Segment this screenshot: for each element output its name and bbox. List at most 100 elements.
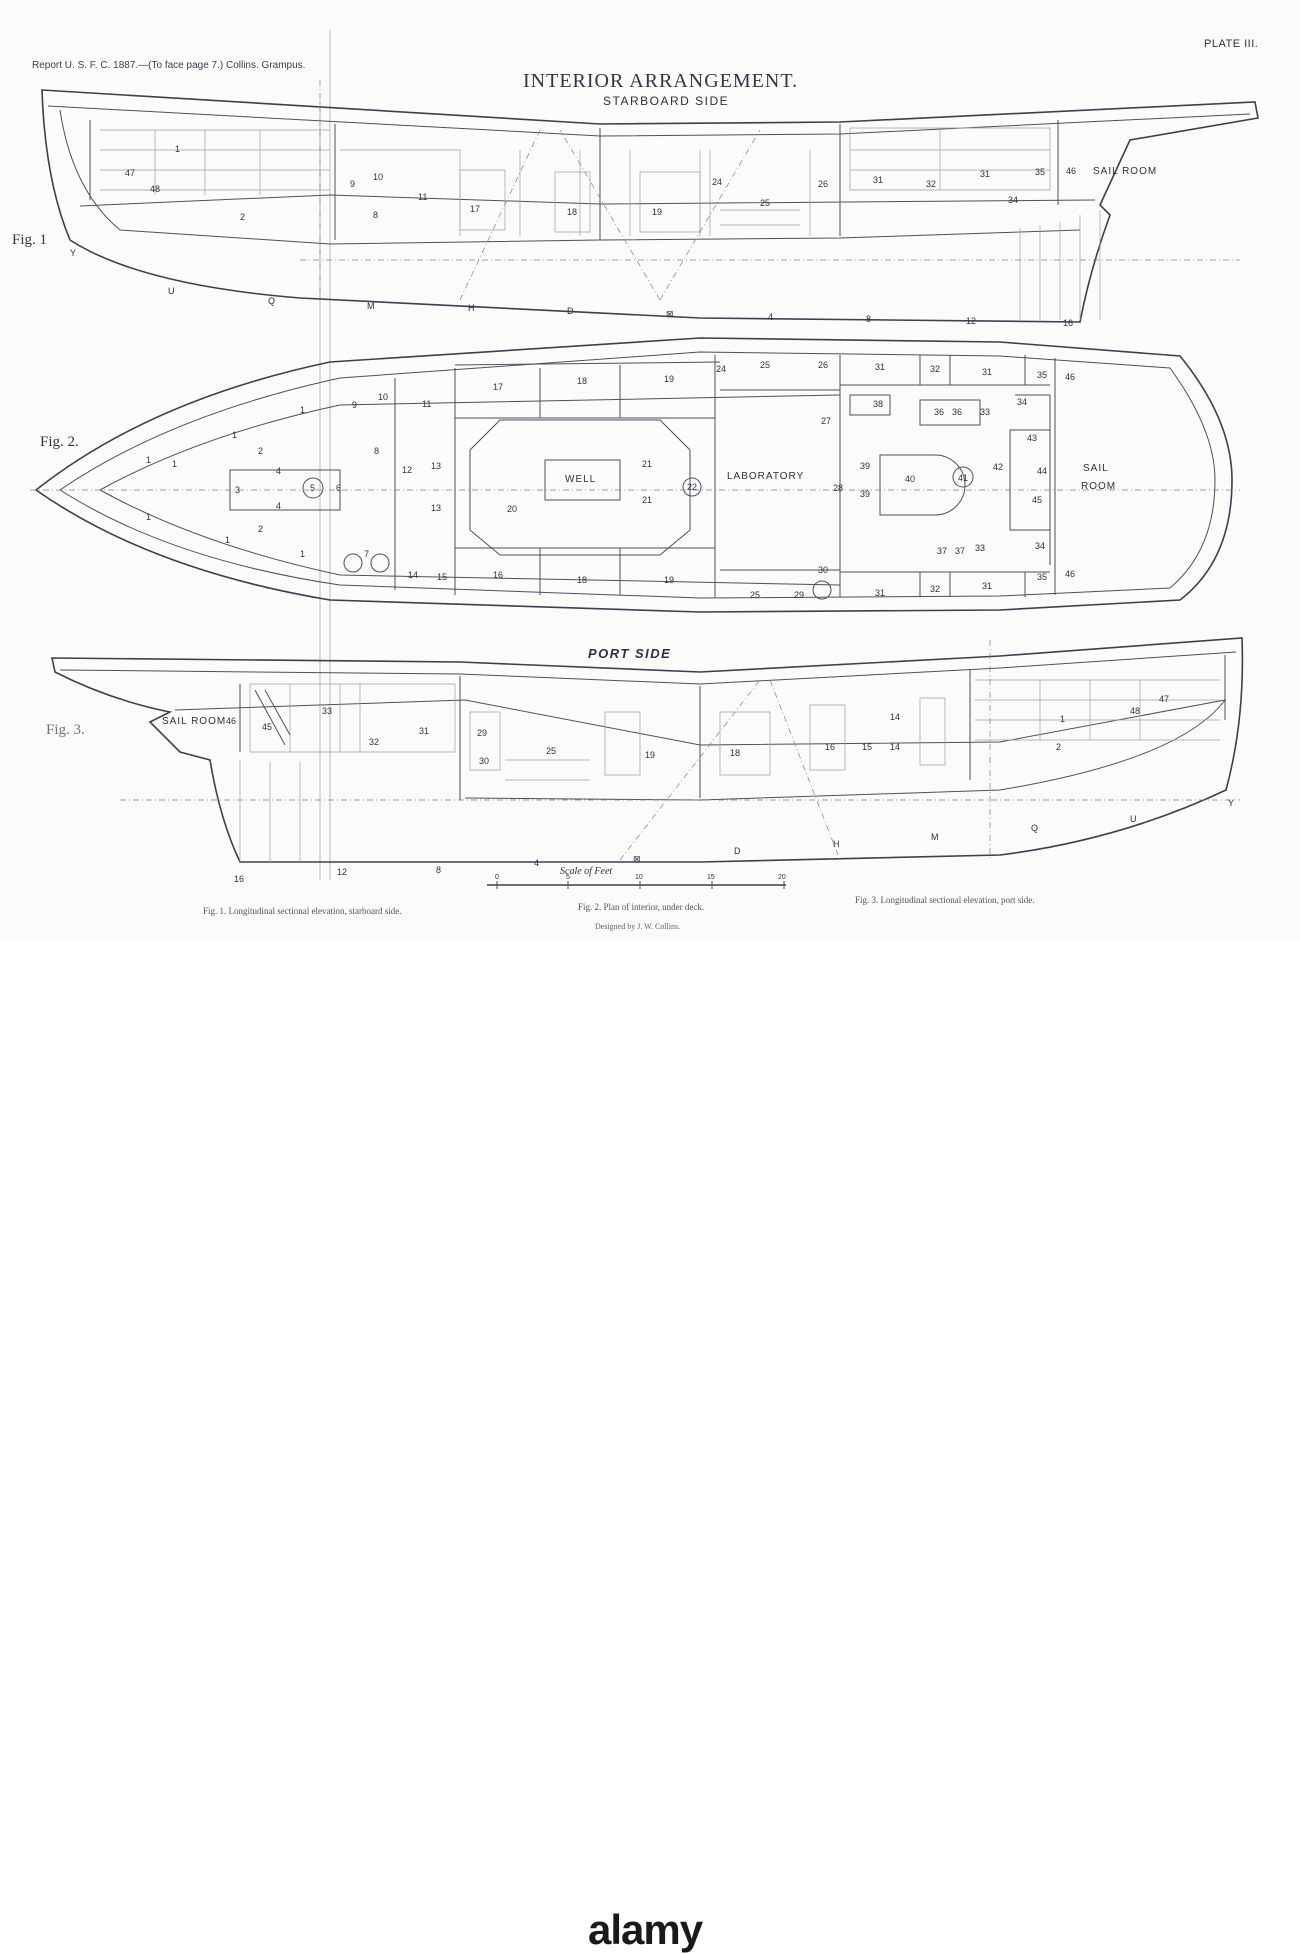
fig2-hull [30, 337, 1240, 613]
plan-inner-4a: 4 [276, 466, 281, 476]
plan-room-9: 9 [352, 400, 357, 410]
port-frame-H: H [833, 839, 840, 849]
plan-inner-1g: 1 [300, 549, 305, 559]
plan-inner-43: 43 [1027, 433, 1037, 443]
port-frame-16: 16 [234, 874, 244, 884]
port-room-1: 1 [1060, 714, 1065, 724]
frame-mark-U: U [168, 286, 175, 296]
plan-inner-38: 38 [873, 399, 883, 409]
scale-tick-20: 20 [778, 874, 786, 881]
room-2: 2 [240, 212, 245, 222]
plan-room-19: 19 [664, 374, 674, 384]
room-26: 26 [818, 179, 828, 189]
plan-inner-20: 20 [507, 504, 517, 514]
plan-room-14: 14 [408, 570, 418, 580]
room-19: 19 [652, 207, 662, 217]
plan-room-30: 30 [818, 565, 828, 575]
plan-room-25: 25 [760, 360, 770, 370]
plan-inner-34b: 34 [1035, 541, 1045, 551]
port-room-25: 25 [546, 746, 556, 756]
plan-inner-13b: 13 [431, 503, 441, 513]
port-room-32: 32 [369, 737, 379, 747]
fig1-frame-marks: Y U Q M H D ⊠ 4 8 12 16 [70, 248, 1073, 328]
starboard-side-heading: STARBOARD SIDE [603, 94, 730, 108]
port-room-45: 45 [262, 722, 272, 732]
plan-inner-1e: 1 [146, 512, 151, 522]
frame-mark-12: 12 [966, 316, 976, 326]
port-room-33: 33 [322, 706, 332, 716]
plan-inner-2a: 2 [258, 446, 263, 456]
port-room-48: 48 [1130, 706, 1140, 716]
frame-mark-4: 4 [768, 312, 773, 322]
room-48: 48 [150, 184, 160, 194]
drawing-plate: Report U. S. F. C. 1887.—(To face page 7… [0, 0, 1300, 940]
plan-inner-42: 42 [993, 462, 1003, 472]
plan-room-32b: 32 [930, 584, 940, 594]
plan-room-17: 17 [493, 382, 503, 392]
port-frame-8: 8 [436, 865, 441, 875]
fig3-sail-room-label: SAIL ROOM [162, 716, 226, 727]
port-room-16: 16 [825, 742, 835, 752]
plan-room-35: 35 [1037, 370, 1047, 380]
plan-inner-40: 40 [905, 474, 915, 484]
plan-inner-27: 27 [821, 416, 831, 426]
port-frame-U: U [1130, 814, 1137, 824]
fig3-label: Fig. 3. [46, 722, 85, 738]
scale-tick-5: 5 [566, 874, 570, 881]
plan-room-18: 18 [577, 376, 587, 386]
drawing-svg: 47 48 1 2 9 10 8 11 17 18 19 24 25 26 31… [30, 30, 1259, 889]
port-room-19: 19 [645, 750, 655, 760]
plan-room-29: 29 [794, 590, 804, 600]
scale-tick-15: 15 [707, 874, 715, 881]
room-17: 17 [470, 204, 480, 214]
fig2-bottom-rooms: 7 14 15 16 18 19 25 29 30 31 32 31 35 46 [364, 549, 1075, 600]
port-frame-M: M [931, 832, 939, 842]
fig1-sail-room-label: SAIL ROOM [1093, 166, 1157, 177]
room-10: 10 [373, 172, 383, 182]
port-room-47: 47 [1159, 694, 1169, 704]
scale-tick-10: 10 [635, 874, 643, 881]
scale-bar: 0 5 10 15 20 [487, 874, 786, 889]
room-25: 25 [760, 198, 770, 208]
plan-inner-5: 5 [310, 483, 315, 493]
plan-inner-1a: 1 [300, 405, 305, 415]
watermark-banner: alamy [0, 940, 1300, 1953]
plan-inner-44: 44 [1037, 466, 1047, 476]
room-9: 9 [350, 179, 355, 189]
plan-inner-41: 41 [958, 473, 968, 483]
port-room-14b: 14 [890, 742, 900, 752]
port-room-30: 30 [479, 756, 489, 766]
plan-room-19b: 19 [664, 575, 674, 585]
plan-room-26: 26 [818, 360, 828, 370]
plan-room-31c: 31 [875, 588, 885, 598]
frame-mark-D: D [567, 306, 574, 316]
plan-inner-45: 45 [1032, 495, 1042, 505]
plan-room-31d: 31 [982, 581, 992, 591]
frame-mark-M: M [367, 301, 375, 311]
plan-inner-21b: 21 [642, 495, 652, 505]
plate-title: INTERIOR ARRANGEMENT. [523, 70, 799, 92]
fig3-frame-marks: 16 12 8 4 ⊠ D H M Q U Y [234, 798, 1234, 884]
plan-inner-2b: 2 [258, 524, 263, 534]
frame-mark-midship: ⊠ [666, 309, 674, 319]
fig1-hull [41, 80, 1259, 323]
frame-mark-Q: Q [268, 296, 275, 306]
fig1-room-numbers: 47 48 1 2 9 10 8 11 17 18 19 24 25 26 31… [125, 144, 1157, 222]
frame-mark-Y: Y [70, 248, 76, 258]
plan-room-15: 15 [437, 572, 447, 582]
plan-inner-36a: 36 [934, 407, 944, 417]
port-frame-4: 4 [534, 858, 539, 868]
plan-inner-37b: 37 [955, 546, 965, 556]
alamy-logo-text: alamy [588, 1906, 703, 1953]
plan-inner-1c: 1 [172, 459, 177, 469]
scale-label: Scale of Feet [560, 866, 613, 877]
fig1-label: Fig. 1 [12, 232, 48, 248]
plan-inner-39a: 39 [860, 461, 870, 471]
report-header: Report U. S. F. C. 1887.—(To face page 7… [32, 60, 306, 71]
room-32: 32 [926, 179, 936, 189]
port-frame-D: D [734, 846, 741, 856]
fig2-inner-rooms: 1 1 1 1 1 2 2 3 4 4 5 6 8 12 13 13 20 21… [146, 397, 1115, 559]
plan-inner-37a: 37 [937, 546, 947, 556]
room-24: 24 [712, 177, 722, 187]
port-side-heading: PORT SIDE [588, 646, 672, 661]
